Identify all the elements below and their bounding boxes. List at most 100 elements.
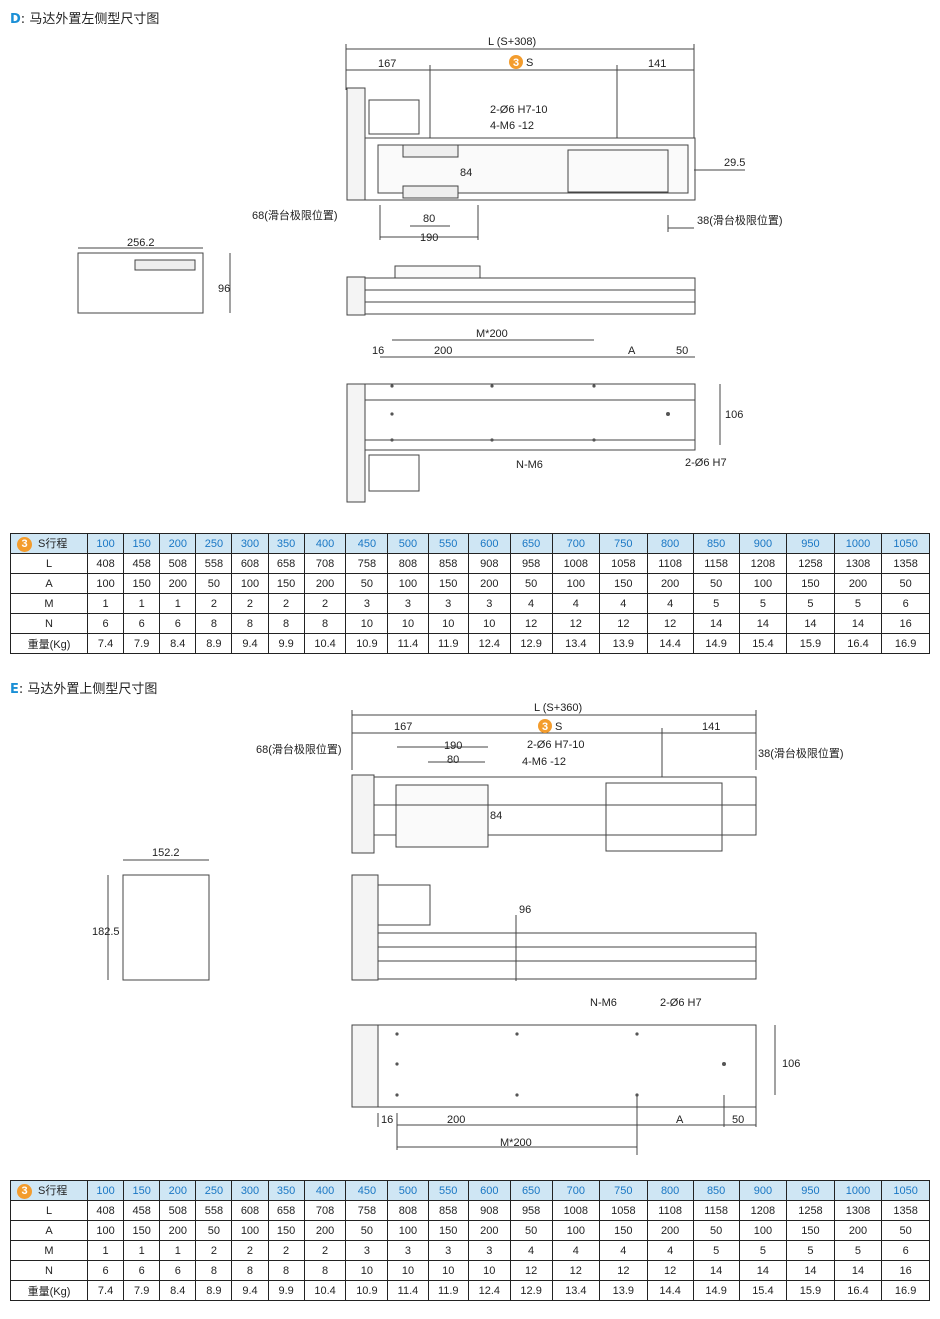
table-cell: 14.4 [646, 1280, 694, 1301]
table-cell: 1308 [833, 553, 883, 574]
table-cell: 14.9 [692, 1280, 740, 1301]
section-d-title-text: 马达外置左侧型尺寸图 [29, 12, 160, 27]
table-cell: 1108 [646, 1200, 694, 1221]
stroke-header-cell: 750 [599, 533, 648, 554]
table-cell: 14.4 [646, 633, 694, 654]
stroke-header-cell: 700 [551, 533, 601, 554]
table-cell: 5 [786, 593, 835, 614]
d-left-dim: 167 [378, 58, 396, 70]
stroke-header-cell: 400 [303, 533, 347, 554]
table-cell: 3 [467, 1240, 511, 1261]
table-cell: 14 [786, 1260, 835, 1281]
table-cell: 2 [231, 1240, 269, 1261]
table-cell: 14 [833, 613, 883, 634]
table-cell: 1 [123, 593, 161, 614]
table-cell: 12 [646, 1260, 694, 1281]
stroke-header-cell: 1050 [881, 533, 930, 554]
table-cell: 100 [387, 573, 429, 594]
table-cell: 100 [86, 1220, 125, 1241]
table-cell: 200 [303, 1220, 347, 1241]
stroke-header-cell: 900 [738, 1180, 788, 1201]
e-slide-w1: 80 [447, 754, 459, 766]
table-cell: 1058 [599, 553, 648, 574]
e-limit-left: 68(滑台极限位置) [256, 742, 342, 756]
row-label: A [10, 573, 88, 594]
table-cell: 200 [833, 573, 883, 594]
table-cell: 958 [509, 553, 553, 574]
row-label: M [10, 593, 88, 614]
table-cell: 508 [159, 1200, 197, 1221]
stroke-header-cell: 200 [159, 1180, 197, 1201]
table-cell: 758 [345, 553, 389, 574]
table-cell: 50 [881, 573, 930, 594]
d-b200: 200 [434, 345, 452, 357]
table-cell: 9.4 [231, 633, 269, 654]
table-cell: 2 [267, 1240, 305, 1261]
e-nm6: N-M6 [590, 997, 617, 1009]
d-slide-h: 84 [460, 167, 472, 179]
table-cell: 150 [427, 573, 469, 594]
table-cell: 12.9 [509, 1280, 553, 1301]
table-cell: 10.9 [345, 1280, 389, 1301]
d-stroke-label: S [526, 57, 533, 69]
table-cell: 3 [345, 1240, 389, 1261]
table-cell: 8 [195, 1260, 233, 1281]
table-cell: 3 [387, 1240, 429, 1261]
table-cell: 11.9 [427, 1280, 469, 1301]
table-cell: 12 [551, 613, 601, 634]
table-cell: 1258 [786, 1200, 835, 1221]
table-cell: 9.9 [267, 1280, 305, 1301]
table-cell: 16.9 [881, 1280, 930, 1301]
table-cell: 4 [551, 1240, 601, 1261]
d-slide-w2: 190 [420, 232, 438, 244]
table-cell: 5 [833, 1240, 883, 1261]
e-stroke-badge: 3 [542, 721, 548, 733]
stroke-header-cell: 600 [467, 533, 511, 554]
table-cell: 6 [86, 613, 125, 634]
table-cell: 5 [692, 1240, 740, 1261]
e-right-dim: 141 [702, 721, 720, 733]
table-cell: 1258 [786, 553, 835, 574]
e-hole-note1: 2-Ø6 H7-10 [527, 739, 584, 751]
table-cell: 50 [692, 1220, 740, 1241]
stroke-header-text: S行程 [38, 1185, 68, 1198]
e-motor-w: 152.2 [152, 847, 180, 859]
table-cell: 14 [692, 613, 740, 634]
table-cell: 50 [881, 1220, 930, 1241]
section-e-letter: E [10, 682, 19, 697]
table-cell: 1358 [881, 1200, 930, 1221]
d-nm6: N-M6 [516, 459, 543, 471]
stroke-header-cell: 250 [195, 1180, 233, 1201]
table-cell: 14 [833, 1260, 883, 1281]
table-cell: 16.4 [833, 1280, 883, 1301]
stroke-header-cell: 850 [692, 533, 740, 554]
table-cell: 958 [509, 1200, 553, 1221]
table-cell: 4 [599, 593, 648, 614]
table-cell: 1208 [738, 1200, 788, 1221]
table-cell: 200 [159, 573, 197, 594]
table-cell: 100 [231, 1220, 269, 1241]
table-cell: 10 [345, 613, 389, 634]
table-cell: 6 [123, 613, 161, 634]
table-cell: 200 [467, 573, 511, 594]
table-cell: 858 [427, 553, 469, 574]
table-cell: 6 [881, 593, 930, 614]
e-overall-dim: L (S+360) [534, 702, 582, 714]
table-cell: 1308 [833, 1200, 883, 1221]
table-cell: 50 [195, 1220, 233, 1241]
stroke-header-cell: 100 [86, 1180, 125, 1201]
e-b106: 106 [782, 1058, 800, 1070]
table-cell: 6 [86, 1260, 125, 1281]
table-cell: 10 [427, 1260, 469, 1281]
table-cell: 150 [599, 573, 648, 594]
table-cell: 10 [345, 1260, 389, 1281]
table-cell: 4 [551, 593, 601, 614]
e-m-spacing: M*200 [500, 1137, 532, 1149]
